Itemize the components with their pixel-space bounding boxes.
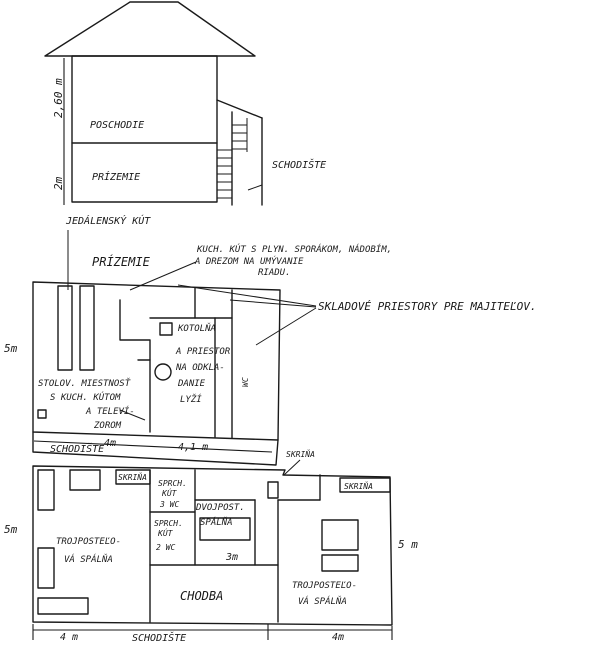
label-ground-floor-plan: PRÍZEMIE — [92, 254, 151, 269]
label-shower-2c: 2 WC — [156, 543, 175, 552]
label-shower-1a: SPRCH. — [158, 479, 187, 488]
tv-box — [37, 409, 47, 419]
bench-left-2 — [79, 285, 95, 371]
label-boiler-3: NA ODKLA- — [175, 363, 225, 373]
label-wc-ground: WC — [241, 377, 250, 387]
bed-2bed — [199, 517, 251, 541]
bed-right-1 — [321, 519, 359, 551]
label-kitchen-line2: A DREZOM NA UMÝVANIE — [194, 255, 304, 267]
label-corridor: CHODBA — [180, 589, 223, 603]
label-dining-3: A TELEVÍ- — [85, 405, 135, 417]
section-dim-lower: 2m — [52, 176, 65, 190]
ground-floor-plan: JEDÁLENSKÝ KÚT PRÍZEMIE KUCH. KÚT S PLYN… — [4, 214, 537, 466]
label-three-bed-right-1: TROJPOSTEĽO- — [292, 581, 357, 591]
roof-outline — [44, 1, 256, 57]
label-kitchen-line3: RIADU. — [258, 268, 291, 278]
upper-floor-outline — [32, 465, 393, 626]
storage-leader-3 — [255, 307, 317, 346]
label-dining-2: S KUCH. KÚTOM — [50, 391, 121, 403]
bed-left-2 — [69, 469, 101, 491]
label-shower-1c: 3 WC — [159, 500, 179, 509]
bed-left-1 — [37, 469, 55, 511]
ground-stair-band — [32, 431, 279, 466]
dim-ground-width-left: 4m — [104, 438, 116, 449]
label-two-bed-2: SPÁLŇA — [200, 516, 233, 528]
boiler-circle — [154, 363, 172, 381]
ground-interior-wall-1 — [119, 299, 151, 433]
ground-floor-outline — [32, 281, 281, 441]
label-boiler-5: LYŽÍ — [180, 393, 202, 405]
dim-upper-inner: 3m — [225, 552, 238, 563]
dim-upper-height-left: 5m — [4, 523, 18, 536]
label-staircase-upper: SCHODIŠTE — [132, 631, 186, 644]
label-three-bed-right-2: VÁ SPÁLŇA — [298, 595, 347, 607]
bench-left-1 — [57, 285, 73, 371]
label-three-bed-left-2: VÁ SPÁLŇA — [64, 553, 113, 565]
building-section: 2,60 m 2m POSCHODIE PRÍZEMIE SCHODIŠTE — [44, 1, 326, 206]
stair-column — [267, 481, 279, 499]
label-staircase-section: SCHODIŠTE — [272, 158, 326, 171]
section-dim-upper: 2,60 m — [52, 78, 65, 118]
label-shower-2b: KÚT — [157, 527, 174, 538]
label-wardrobe-right: SKRIŇA — [344, 480, 373, 491]
label-two-bed-1: DVOJPOST. — [195, 503, 245, 513]
upper-floor-plan: SKRIŇA SKRIŇA SKRIŇA SPRCH. KÚT 3 WC SPR… — [4, 448, 418, 644]
label-staircase-ground: SCHODIŠTE — [50, 442, 104, 455]
label-boiler-4: DANIE — [177, 379, 206, 389]
storage-leader-2 — [229, 299, 317, 308]
bed-left-4 — [37, 597, 89, 615]
bed-left-3 — [37, 547, 55, 589]
label-storage: SKLADOVÉ PRIESTORY PRE MAJITEĽOV. — [318, 300, 537, 313]
label-upper-floor: POSCHODIE — [90, 120, 144, 131]
section-stairs — [216, 99, 263, 206]
dim-upper-width-right: 4m — [332, 632, 344, 643]
bed-right-2 — [321, 554, 359, 572]
wardrobe-right — [339, 477, 391, 493]
label-shower-1b: KÚT — [161, 487, 178, 498]
label-wardrobe-left: SKRIŇA — [118, 471, 147, 482]
label-wardrobe-top: SKRIŇA — [286, 448, 315, 459]
label-boiler-2: A PRIESTOR — [175, 347, 231, 357]
dim-ground-width-right: 4,1 m — [178, 442, 208, 453]
dim-ground-height: 5m — [4, 342, 18, 355]
label-dining-4: ZOROM — [93, 421, 122, 431]
storage-leader-1 — [177, 284, 317, 307]
label-shower-2a: SPRCH. — [154, 519, 183, 528]
label-kitchen-line1: KUCH. KÚT S PLYN. SPORÁKOM, NÁDOBÍM, — [196, 243, 392, 255]
section-walls — [71, 55, 218, 203]
boiler-box — [159, 322, 173, 336]
dim-upper-height-right: 5 m — [398, 538, 418, 551]
label-three-bed-left-1: TROJPOSTEĽO- — [56, 537, 121, 547]
label-ground-floor-section: PRÍZEMIE — [92, 170, 140, 183]
dim-upper-width-left: 4 m — [60, 632, 78, 643]
label-boiler-1: KOTOLŇA — [177, 322, 216, 334]
label-eating-corner: JEDÁLENSKÝ KÚT — [65, 214, 151, 227]
label-dining-1: STOLOV. MIESTNOSŤ — [38, 377, 131, 389]
